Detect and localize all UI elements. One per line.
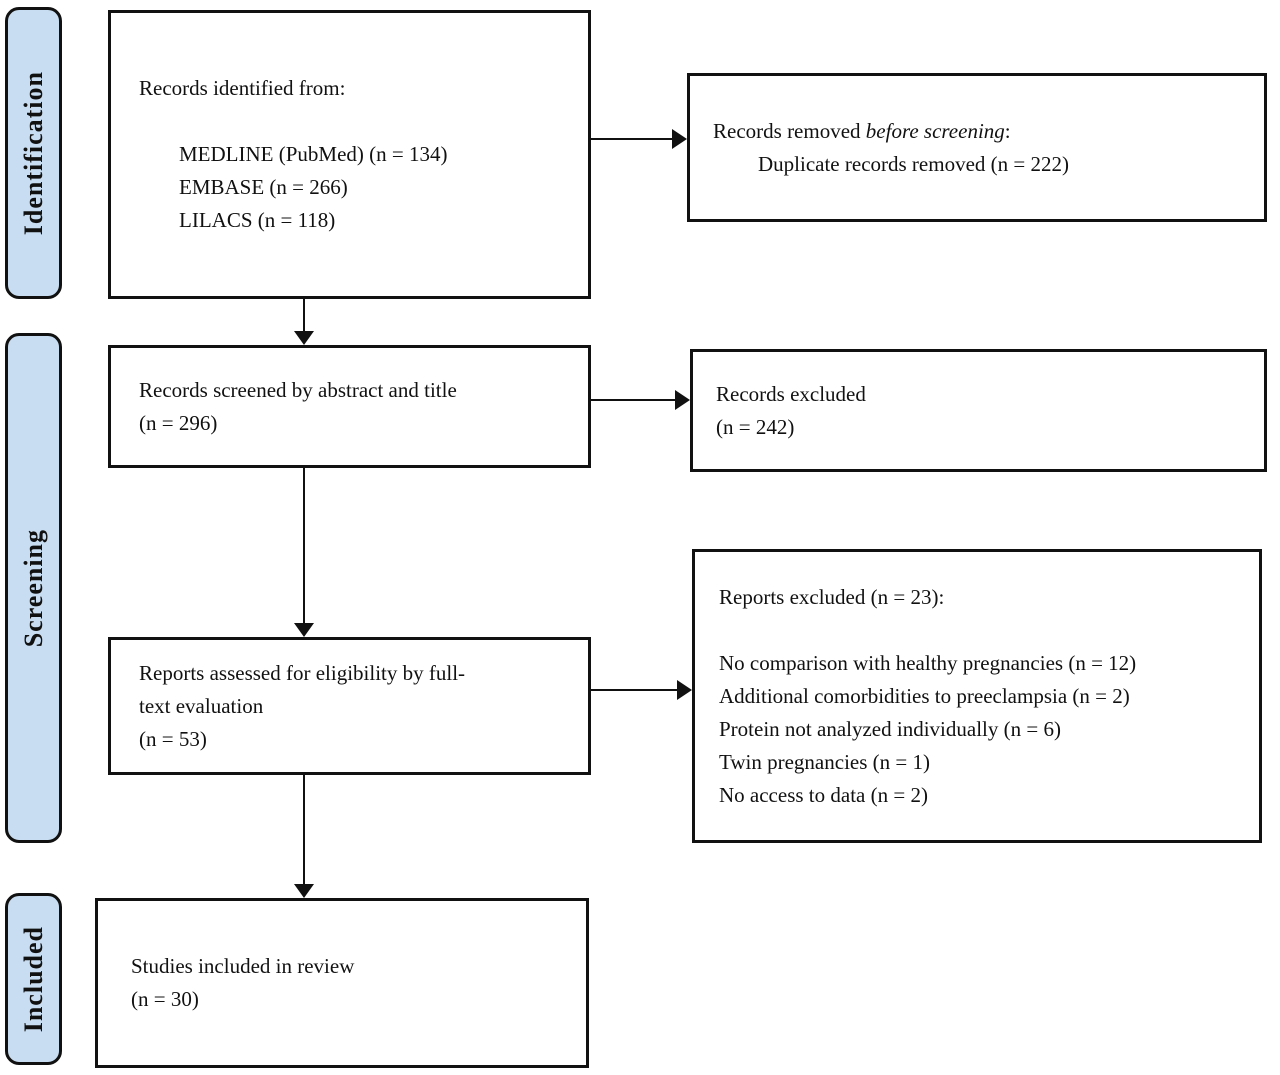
arrow-assessed-to-included [294,775,314,898]
reports-assessed-line2: text evaluation [139,693,264,718]
box-records-removed: Records removed before screening: Duplic… [687,73,1267,222]
arrow-right-icon [677,680,692,700]
box-reports-excluded: Reports excluded (n = 23): No comparison… [692,549,1262,843]
stage-included: Included [5,893,62,1065]
stage-identification-label: Identification [18,70,48,236]
arrow-line [303,468,305,623]
source-embase: EMBASE (n = 266) [179,175,348,199]
records-screened-line1: Records screened by abstract and title [139,377,457,402]
studies-included-line1: Studies included in review [131,954,355,978]
arrow-identified-to-screened [294,299,314,345]
stage-identification: Identification [5,7,62,299]
exclusion-reason: Protein not analyzed individually (n = 6… [719,716,1061,741]
records-removed-colon: : [1004,118,1011,143]
arrow-down-icon [294,331,314,345]
arrow-line [591,399,675,401]
arrow-screened-to-excluded [591,390,690,410]
exclusion-reason: No access to data (n = 2) [719,782,928,807]
source-lilacs: LILACS (n = 118) [179,208,336,232]
exclusion-reason: Twin pregnancies (n = 1) [719,749,930,774]
arrow-down-icon [294,623,314,637]
arrow-line [303,299,305,331]
box-studies-included: Studies included in review (n = 30) [95,898,589,1068]
reports-excluded-title: Reports excluded (n = 23): [719,584,945,609]
arrow-assessed-to-excluded [591,680,692,700]
arrow-identified-to-removed [591,129,687,149]
stage-included-label: Included [18,925,48,1033]
duplicates-removed-line: Duplicate records removed (n = 222) [758,151,1069,176]
records-removed-text: Records removed [713,118,866,143]
arrow-line [591,138,672,140]
arrow-down-icon [294,884,314,898]
records-removed-italic: before screening [865,118,1005,143]
reports-assessed-line1: Reports assessed for eligibility by full… [139,660,466,685]
arrow-line [303,775,305,884]
records-removed-title: Records removed before screening: [713,115,1252,148]
arrow-right-icon [675,390,690,410]
source-medline: MEDLINE (PubMed) (n = 134) [179,142,448,166]
exclusion-reason: No comparison with healthy pregnancies (… [719,650,1137,675]
exclusion-reason: Additional comorbidities to preeclampsia… [719,683,1130,708]
stage-screening-label: Screening [18,528,48,648]
reports-assessed-count: (n = 53) [139,726,207,751]
box-records-excluded: Records excluded (n = 242) [690,349,1267,472]
arrow-line [591,689,677,691]
records-excluded-count: (n = 242) [716,414,795,439]
studies-included-count: (n = 30) [131,987,199,1011]
stage-screening: Screening [5,333,62,843]
records-excluded-line1: Records excluded [716,381,866,406]
box-records-identified: Records identified from: MEDLINE (PubMed… [108,10,591,299]
arrow-right-icon [672,129,687,149]
box-records-screened: Records screened by abstract and title (… [108,345,591,468]
records-screened-count: (n = 296) [139,410,218,435]
records-identified-title: Records identified from: [139,76,346,100]
box-reports-assessed: Reports assessed for eligibility by full… [108,637,591,775]
arrow-screened-to-assessed [294,468,314,637]
